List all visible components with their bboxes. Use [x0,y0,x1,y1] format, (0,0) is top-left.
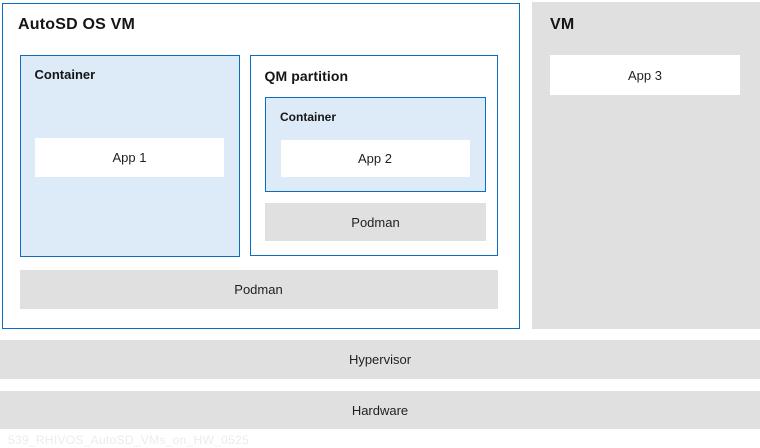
autosd-os-vm-box: AutoSD OS VM Container App 1 QM partitio… [2,3,520,329]
container-2-title: Container [280,110,337,124]
autosd-os-vm-title: AutoSD OS VM [18,16,136,33]
watermark-text: 539_RHIVOS_AutoSD_VMs_on_HW_0525 [8,433,250,447]
podman-host-box: Podman [19,269,498,309]
container-2-box: Container App 2 [265,97,486,192]
app3-box: App 3 [550,55,740,95]
app2-box: App 2 [280,139,470,177]
qm-partition-title: QM partition [264,67,349,84]
vm-box: VM App 3 [532,2,760,329]
container-1-box: Container App 1 [19,54,240,257]
hardware-bar: Hardware [0,391,760,429]
container-1-title: Container [34,66,96,82]
vm-title: VM [550,16,575,33]
app1-box: App 1 [35,138,224,177]
podman-qm-box: Podman [265,203,486,241]
hypervisor-bar: Hypervisor [0,340,760,379]
qm-partition-box: QM partition Container App 2 Podman [249,54,498,256]
